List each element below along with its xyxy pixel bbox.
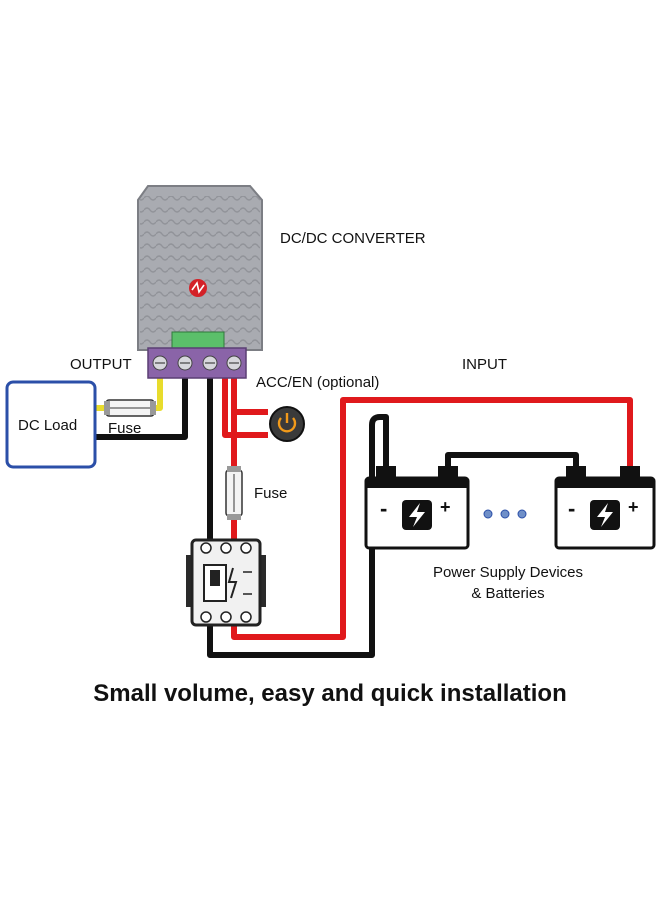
input-fuse bbox=[225, 466, 243, 520]
input-label: INPUT bbox=[462, 356, 507, 373]
power-supply-label-line2: & Batteries bbox=[471, 585, 545, 602]
input-fuse-label: Fuse bbox=[254, 485, 288, 502]
caption: Small volume, easy and quick installatio… bbox=[93, 680, 567, 707]
lightning-icon bbox=[402, 500, 432, 530]
power-switch-icon bbox=[269, 406, 305, 442]
battery-negative-label: - bbox=[568, 496, 575, 521]
converter-logo-icon bbox=[189, 279, 207, 297]
acc-en-label: ACC/EN (optional) bbox=[256, 374, 380, 391]
dc-load-box bbox=[5, 380, 97, 469]
output-fuse bbox=[104, 399, 156, 417]
ellipsis-dots bbox=[483, 509, 527, 519]
output-fuse-label: Fuse bbox=[108, 420, 142, 437]
battery-positive-label: + bbox=[628, 497, 639, 517]
battery-left: - + bbox=[364, 466, 470, 550]
dc-dc-converter bbox=[137, 185, 263, 379]
lightning-icon bbox=[590, 500, 620, 530]
battery-positive-label: + bbox=[440, 497, 451, 517]
dc-load-label: DC Load bbox=[18, 417, 78, 434]
battery-negative-label: - bbox=[380, 496, 387, 521]
output-label: OUTPUT bbox=[70, 356, 132, 373]
converter-label: DC/DC CONVERTER bbox=[280, 230, 426, 247]
contactor-switch bbox=[186, 538, 266, 627]
power-supply-label: Power Supply Devices & Batteries bbox=[408, 562, 608, 604]
battery-right: - + bbox=[554, 466, 656, 550]
power-supply-label-line1: Power Supply Devices bbox=[432, 564, 584, 581]
